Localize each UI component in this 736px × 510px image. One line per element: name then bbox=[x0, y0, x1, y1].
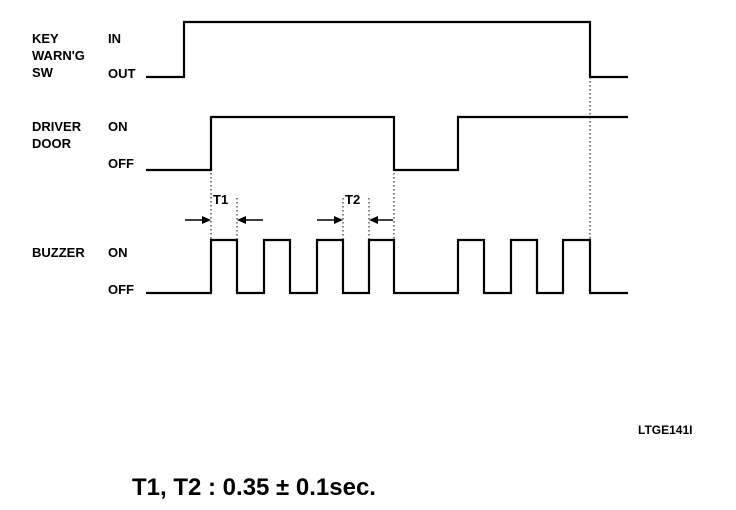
signal-key-warning-switch: KEY WARN'G SW IN OUT bbox=[32, 20, 628, 81]
state-label-low: OFF bbox=[108, 156, 134, 171]
door-waveform bbox=[146, 115, 628, 172]
arrowhead bbox=[334, 216, 343, 224]
arrowhead bbox=[237, 216, 246, 224]
interval-label: T1 bbox=[213, 192, 228, 207]
arrowhead bbox=[369, 216, 378, 224]
interval-label: T2 bbox=[345, 192, 360, 207]
interval-t1: T1 bbox=[185, 192, 263, 224]
signal-name-line: WARN'G bbox=[32, 48, 85, 63]
timing-note: T1, T2 : 0.35 ± 0.1sec. bbox=[132, 474, 376, 501]
state-label-low: OUT bbox=[108, 66, 136, 81]
alignment-guides bbox=[210, 77, 591, 240]
signal-driver-door: DRIVER DOOR ON OFF bbox=[32, 115, 628, 172]
key-waveform bbox=[146, 20, 628, 79]
state-label-high: ON bbox=[108, 119, 128, 134]
figure-code: LTGE141I bbox=[638, 423, 692, 437]
signal-name-line: KEY bbox=[32, 31, 59, 46]
signal-name-line: SW bbox=[32, 65, 54, 80]
state-label-high: IN bbox=[108, 31, 121, 46]
signal-name-line: DOOR bbox=[32, 136, 72, 151]
signal-name-line: BUZZER bbox=[32, 245, 85, 260]
buzzer-waveform bbox=[146, 238, 628, 295]
interval-t2: T2 bbox=[317, 192, 393, 224]
signal-name-line: DRIVER bbox=[32, 119, 82, 134]
arrowhead bbox=[202, 216, 211, 224]
state-label-high: ON bbox=[108, 245, 128, 260]
signal-buzzer: BUZZER ON OFF bbox=[32, 238, 628, 297]
state-label-low: OFF bbox=[108, 282, 134, 297]
